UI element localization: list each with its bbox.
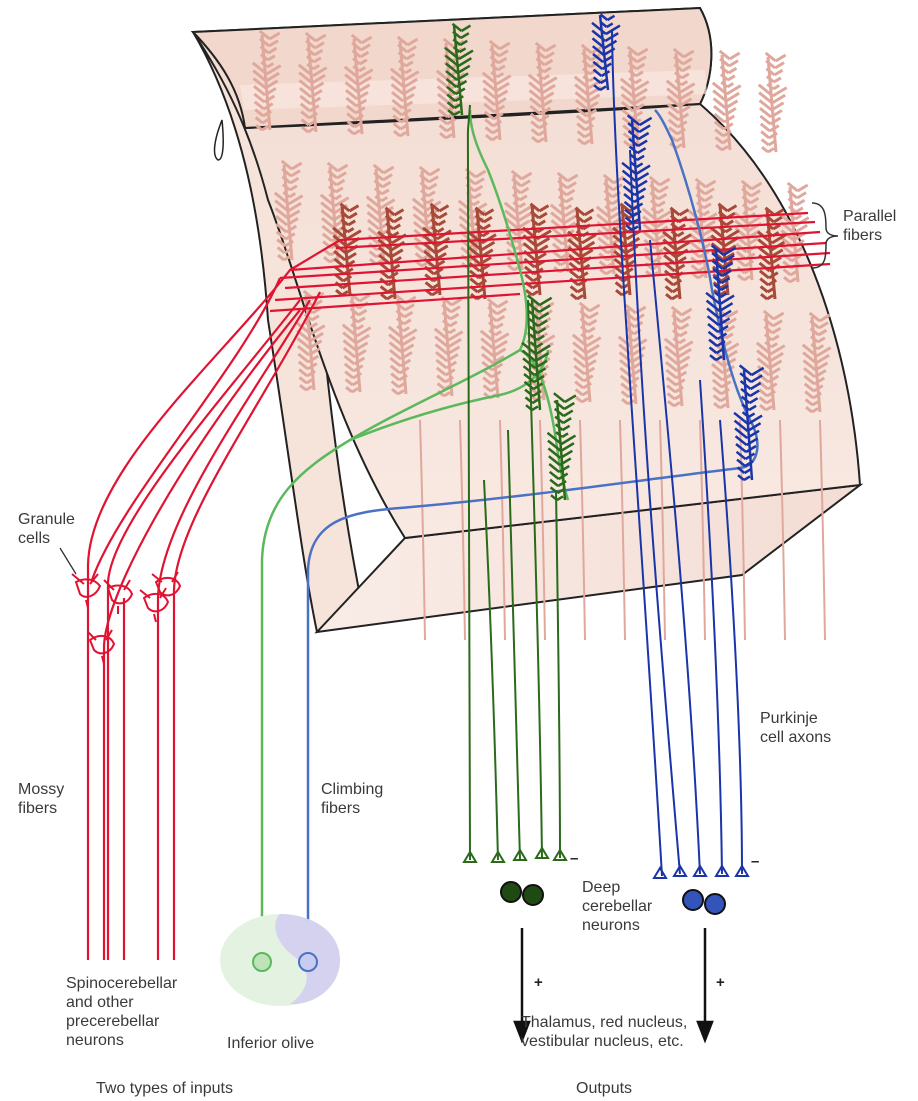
deep-neurons-blue xyxy=(683,890,725,914)
blue-inhibitory-sign: – xyxy=(751,853,759,870)
inferior-olive xyxy=(220,914,340,1006)
deep-neurons-green xyxy=(501,882,543,905)
thalamus-label: Thalamus, red nucleus,vestibular nucleus… xyxy=(521,1013,687,1051)
folium-notch xyxy=(215,120,224,160)
outputs-title: Outputs xyxy=(576,1079,632,1098)
green-inhibitory-sign: – xyxy=(570,850,578,867)
granule-cell xyxy=(140,588,168,622)
inferior-olive-label: Inferior olive xyxy=(227,1034,314,1053)
inputs-title: Two types of inputs xyxy=(96,1079,233,1098)
background-purkinje-tree xyxy=(759,53,787,152)
granule-cell xyxy=(72,574,100,608)
blue-excitatory-sign: + xyxy=(716,974,725,991)
granule-cell xyxy=(88,630,114,664)
purkinje-terminals-blue xyxy=(654,866,748,878)
granule-cell xyxy=(152,572,180,595)
purkinje-terminals-green xyxy=(464,848,566,862)
granule-cells-pointer xyxy=(60,548,76,574)
parallel-fibers-brace xyxy=(812,203,838,268)
green-excitatory-sign: + xyxy=(534,974,543,991)
